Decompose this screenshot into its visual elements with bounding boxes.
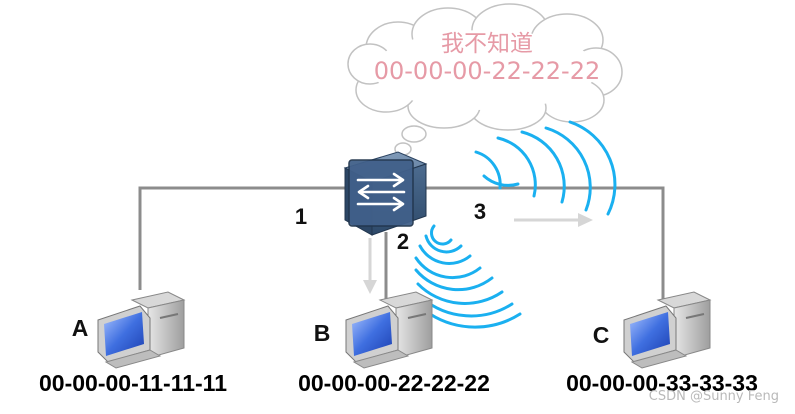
switch-icon — [343, 151, 428, 236]
cloud-text-line1: 我不知道 — [441, 31, 533, 57]
forward-arrows — [363, 213, 593, 294]
flood-signal-port3 — [474, 120, 617, 216]
host-c-computer-icon — [623, 291, 712, 369]
host-a-label: A — [72, 315, 89, 341]
host-b-computer-icon — [345, 291, 434, 369]
arrow-right-icon — [578, 213, 593, 227]
link-port3-host-c — [410, 186, 665, 300]
port-label-1: 1 — [295, 204, 307, 229]
cloud-text-mac: 00-00-00-22-22-22 — [374, 57, 601, 85]
host-b-label: B — [314, 320, 331, 346]
port-label-3: 3 — [474, 199, 486, 224]
thought-cloud: 我不知道 00-00-00-22-22-22 — [347, 3, 623, 165]
network-links — [138, 186, 665, 300]
host-a-computer-icon — [97, 291, 186, 369]
watermark-text: CSDN @Sunny Feng — [649, 389, 779, 404]
host-c-mac: 00-00-00-33-33-33 — [566, 370, 758, 396]
host-c-label: C — [593, 322, 610, 348]
arrow-down-icon — [363, 280, 377, 294]
host-b-mac: 00-00-00-22-22-22 — [298, 370, 490, 396]
host-a-mac: 00-00-00-11-11-11 — [39, 370, 227, 396]
port-label-2: 2 — [397, 229, 409, 254]
link-port1-host-a — [138, 186, 360, 290]
